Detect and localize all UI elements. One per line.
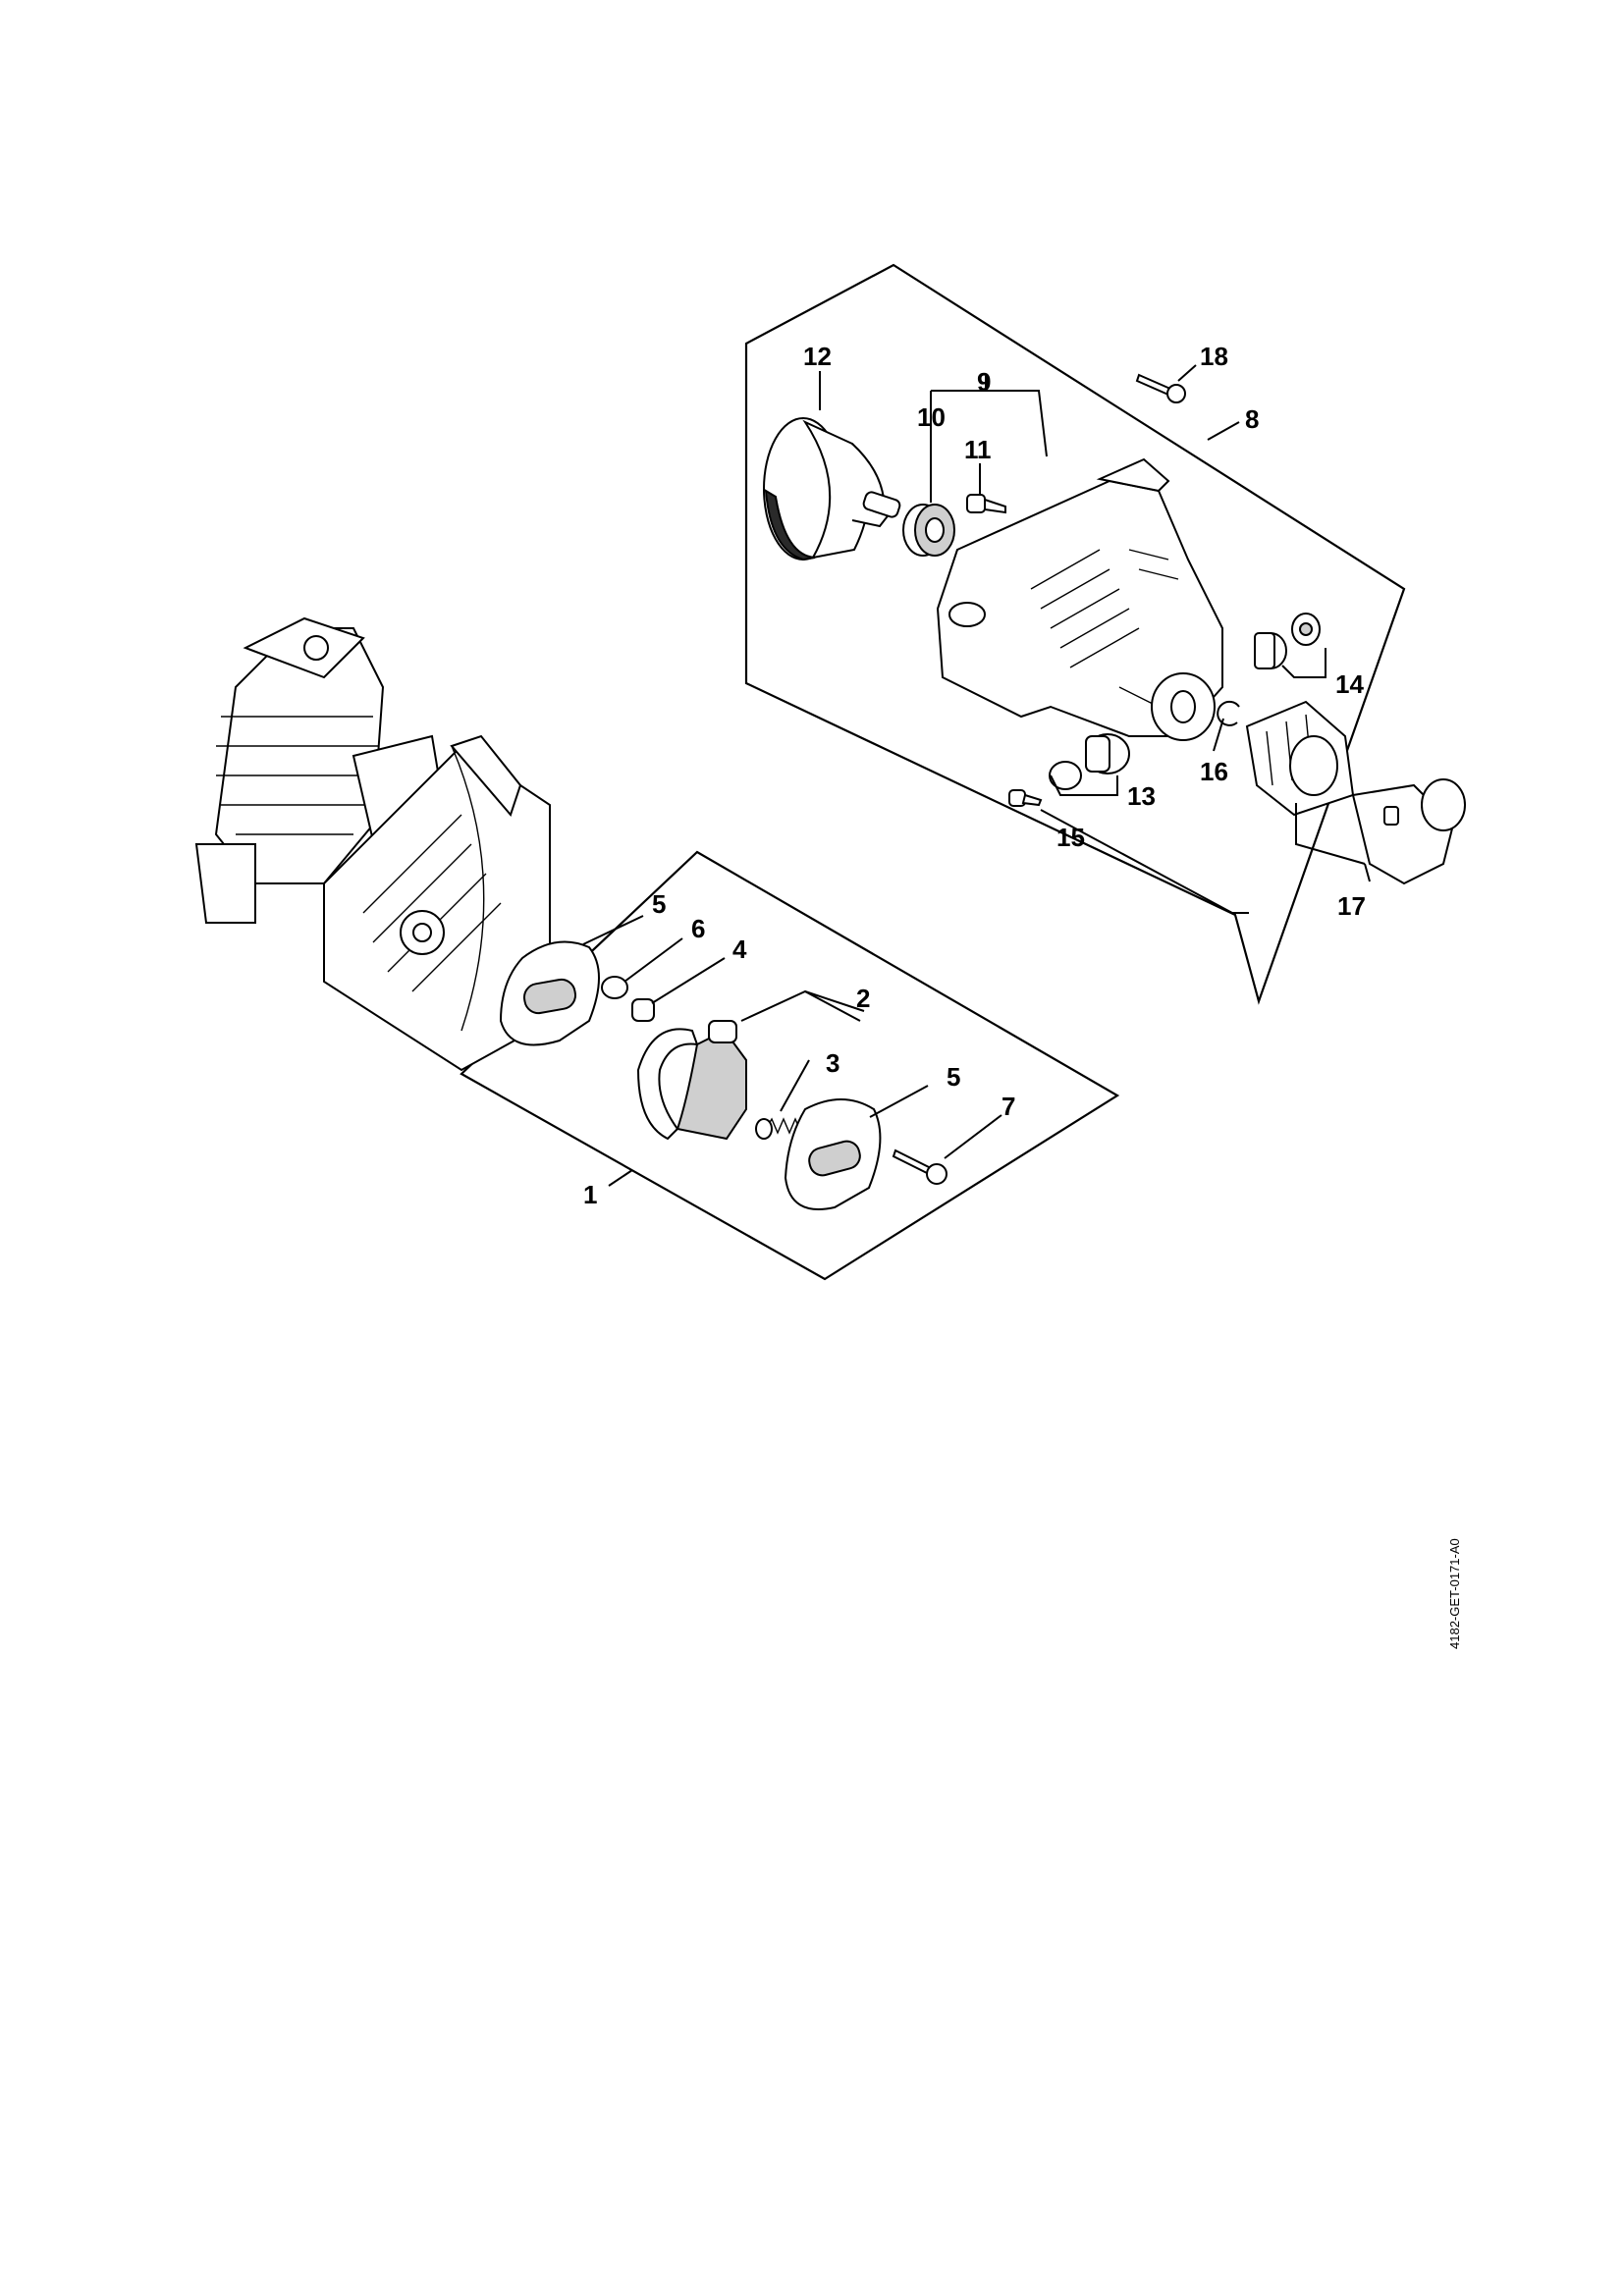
callout-7: 7 [1001,1092,1015,1121]
washer-part-6 [601,976,628,999]
callout-4: 4 [732,934,747,964]
callout-16: 16 [1200,757,1228,786]
bushing-part-14 [1254,613,1321,669]
leader-lines [582,364,1371,1187]
sleeve-part-13 [1049,733,1130,790]
screw-part-7 [892,1148,947,1185]
clamp-part-17 [1245,700,1466,885]
fan-housing-part-8 [936,457,1223,741]
callout-12: 12 [803,342,832,371]
screw-part-11 [966,494,1006,514]
callout-2: 2 [856,984,870,1013]
callout-8: 8 [1245,404,1259,434]
callout-13: 13 [1127,781,1156,811]
clutch-drum-part-12 [763,417,901,561]
drawing-reference-number: 4182-GET-0171-A0 [1447,1538,1462,1649]
callout-15: 15 [1056,823,1085,852]
carrier-plate-part-5-upper [499,940,600,1046]
engine-block [194,616,551,1072]
callout-1: 1 [583,1180,597,1209]
screw-part-18 [1135,373,1186,403]
callout-labels: 12 9 10 11 18 8 14 16 13 15 17 5 6 4 2 3… [583,342,1366,1209]
callout-5-upper: 5 [652,889,666,919]
callout-11: 11 [964,435,992,464]
clutch-shoe-part-2 [636,1020,747,1141]
bushing-part-4 [631,998,655,1022]
callout-6: 6 [691,914,705,943]
callout-17: 17 [1337,891,1366,921]
callout-9: 9 [977,367,991,397]
circlip-part-16 [1217,700,1240,726]
screw-part-15 [1008,789,1043,807]
callout-10: 10 [917,402,946,432]
callout-18: 18 [1200,342,1228,371]
ball-bearing-part-10 [902,504,955,557]
lower-assembly-outline [460,850,1120,1281]
carrier-plate-part-5-lower [784,1098,882,1210]
callout-3: 3 [826,1048,839,1078]
spring-part-3 [755,1117,802,1140]
callout-14: 14 [1335,669,1364,699]
callout-5-lower: 5 [947,1062,960,1092]
upper-assembly-outline [744,263,1406,1005]
